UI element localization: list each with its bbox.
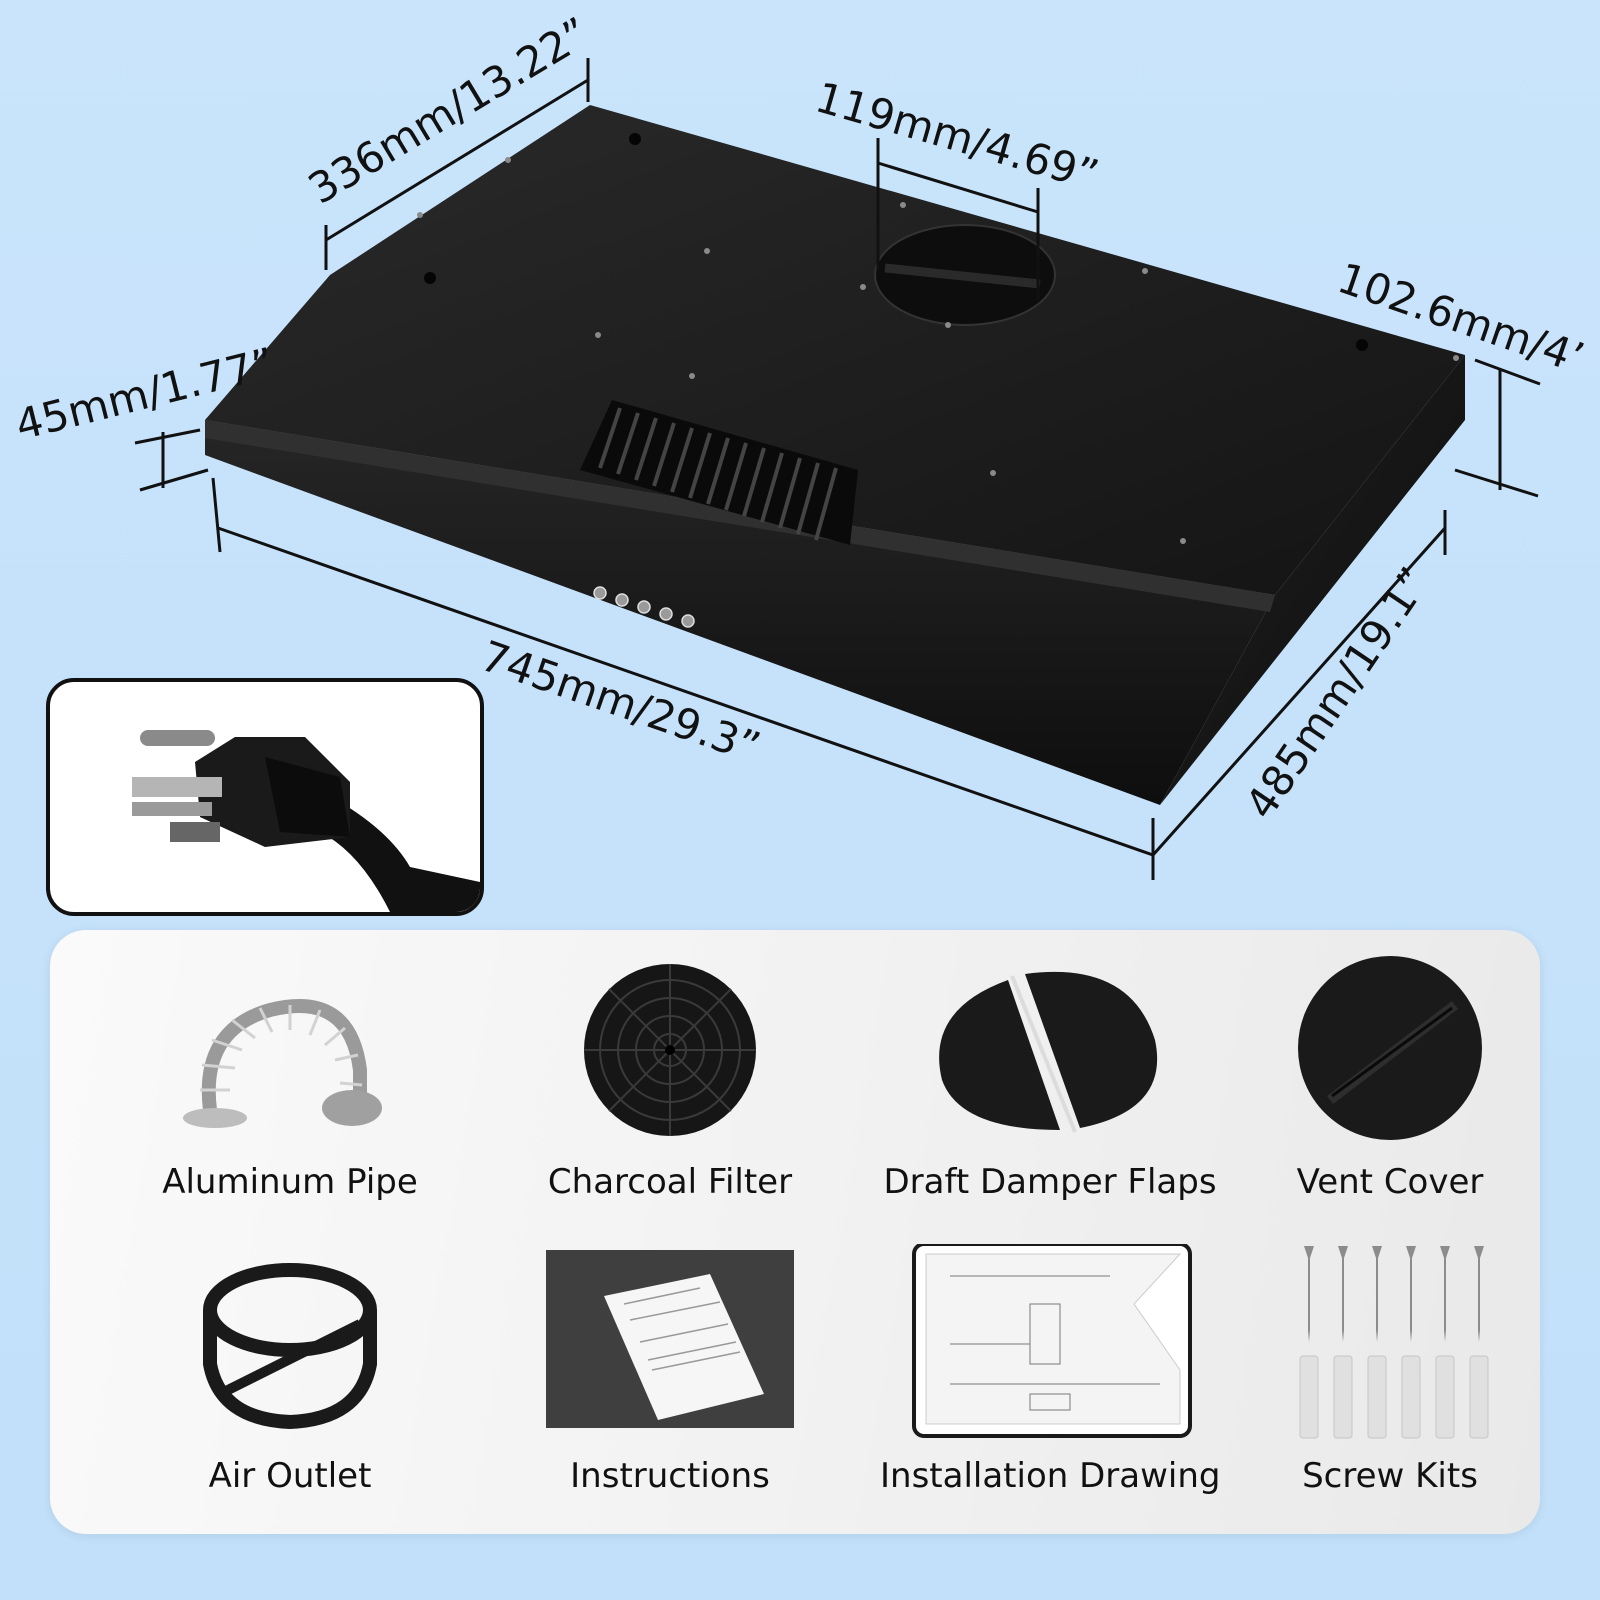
dimension-lines	[134, 58, 1541, 880]
accessory-label: Installation Drawing	[880, 1456, 1221, 1496]
power-plug-icon	[132, 730, 480, 912]
accessory-label: Charcoal Filter	[547, 1162, 793, 1202]
aluminum-pipe-icon	[183, 999, 382, 1128]
charcoal-filter-icon	[584, 964, 756, 1136]
range-hood-dimension-diagram: 336mm/13.22” 119mm/4.69” 102.6mm/4’ 45mm…	[11, 8, 1590, 880]
width-label: 745mm/29.3”	[475, 631, 766, 772]
installation-drawing-icon	[912, 1244, 1192, 1438]
accessory-label: Air Outlet	[208, 1456, 372, 1496]
accessory-label: Instructions	[570, 1456, 770, 1496]
instructions-icon	[546, 1250, 794, 1428]
accessory-label: Vent Cover	[1296, 1162, 1484, 1202]
power-plug-inset	[46, 678, 484, 916]
air-outlet-icon	[203, 1263, 377, 1430]
screw-kits-icon	[1299, 1246, 1489, 1439]
damper-flaps-icon	[939, 971, 1158, 1133]
accessory-label: Screw Kits	[1302, 1456, 1478, 1496]
accessory-label: Draft Damper Flaps	[883, 1162, 1217, 1202]
accessories-panel: Aluminum Pipe Charcoal Filter	[50, 930, 1540, 1534]
vent-cover-icon	[1298, 956, 1482, 1140]
accessory-label: Aluminum Pipe	[162, 1162, 418, 1202]
range-hood	[205, 105, 1465, 805]
